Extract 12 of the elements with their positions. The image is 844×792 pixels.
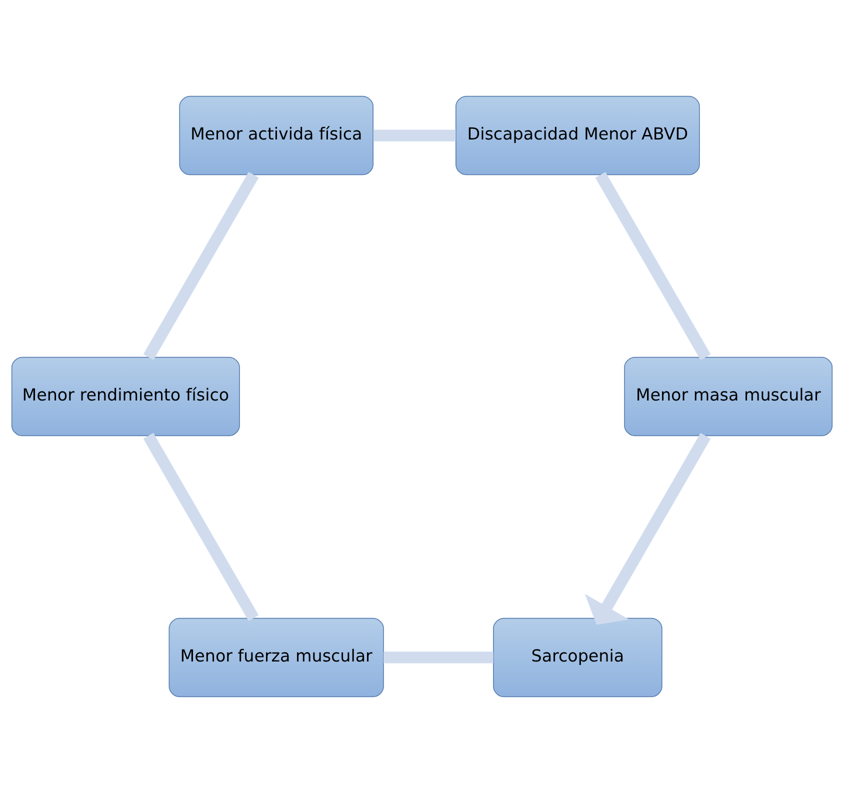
connector xyxy=(373,129,456,141)
connector xyxy=(384,651,494,663)
node-box: Menor fuerza muscular xyxy=(168,617,384,697)
connector xyxy=(595,171,711,360)
connector xyxy=(143,432,259,621)
connector xyxy=(143,171,259,360)
node-box: Menor rendimiento físico xyxy=(11,356,240,436)
node-box: Discapacidad Menor ABVD xyxy=(456,95,700,175)
arrow xyxy=(584,432,711,624)
node-box: Menor activida física xyxy=(179,95,374,175)
node-box: Sarcopenia xyxy=(493,617,662,697)
node-box: Menor masa muscular xyxy=(624,356,833,436)
